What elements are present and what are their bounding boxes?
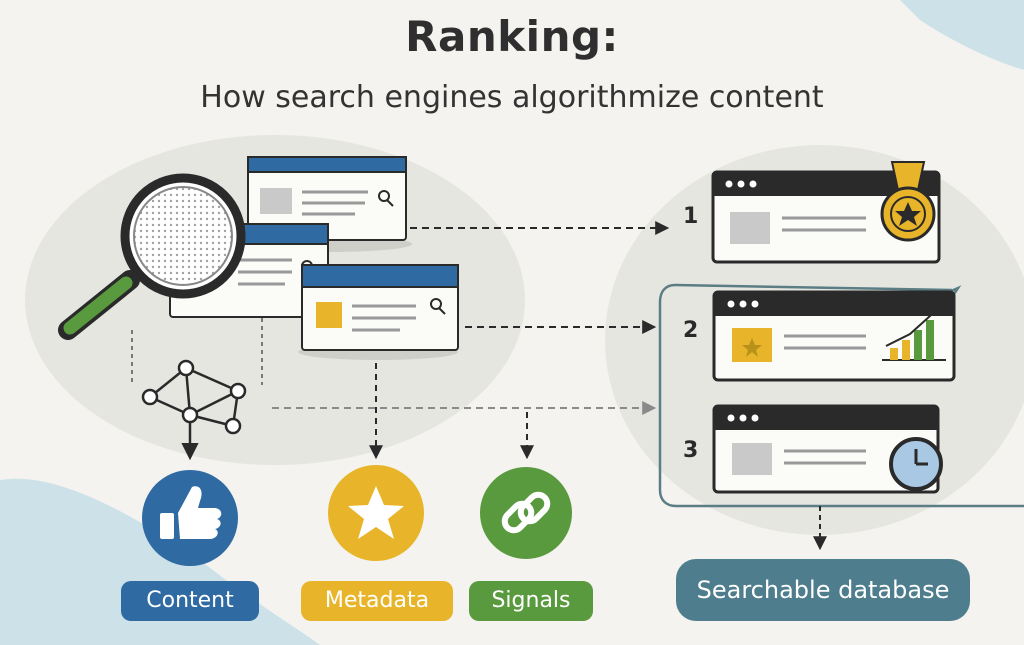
searchable-database-label: Searchable database	[676, 559, 970, 621]
crawl-page-3	[298, 264, 459, 360]
star-icon	[328, 465, 424, 561]
gold-medal-icon	[880, 161, 936, 242]
thumbs-up-icon	[142, 470, 238, 566]
rank-number-2: 2	[683, 318, 699, 343]
ranking-flow-line	[658, 283, 1024, 508]
page-subtitle: How search engines algorithmize content	[200, 80, 824, 115]
crawl-page-1	[247, 156, 412, 252]
rank-number-1: 1	[683, 204, 699, 229]
clock-icon	[889, 437, 943, 491]
result-card-1	[711, 170, 941, 264]
content-label: Content	[121, 581, 259, 621]
bg-blob-top-right	[900, 0, 1024, 70]
magnifying-glass-icon	[58, 173, 246, 340]
network-graph-icon	[141, 359, 247, 435]
growth-bars-icon	[882, 301, 946, 361]
page-title: Ranking:	[405, 12, 619, 61]
chain-link-icon	[480, 467, 572, 559]
signals-label: Signals	[469, 581, 593, 621]
metadata-label: Metadata	[301, 581, 453, 621]
rank-number-3: 3	[683, 438, 699, 463]
